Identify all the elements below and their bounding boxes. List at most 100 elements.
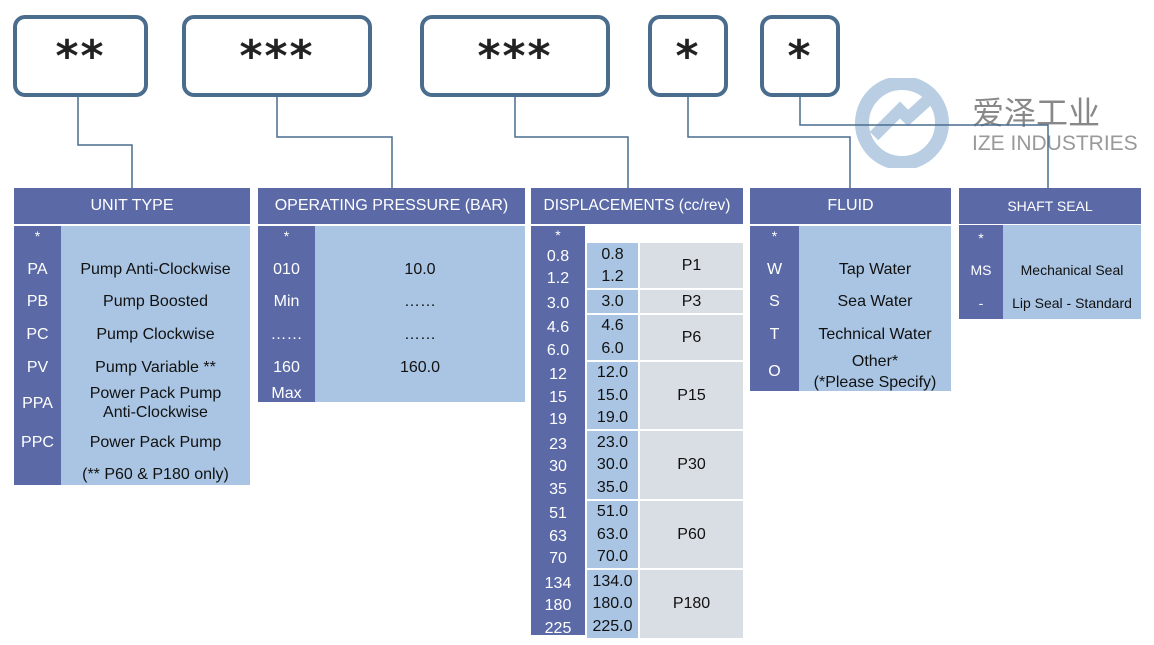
code-box-pressure: *** — [182, 15, 372, 97]
shaft-seal-code: MS — [970, 261, 992, 278]
shaft-seal-desc-column: Mechanical Seal Lip Seal - Standard — [1003, 225, 1141, 319]
displacement-model: P60 — [677, 525, 706, 543]
displacement-code: 180 — [544, 597, 572, 614]
displacement-value: 1.2 — [601, 268, 624, 285]
fluid-code-column: * W S T O — [750, 226, 799, 391]
fluid-desc: Tap Water — [838, 260, 912, 278]
displacement-code: 1.2 — [546, 270, 570, 287]
displacement-code: 15 — [549, 388, 567, 406]
shaft-seal-header: SHAFT SEAL — [959, 188, 1141, 224]
displacement-model: P180 — [672, 595, 711, 613]
fluid-code: * — [771, 227, 778, 244]
pressure-value-column: 10.0 …… …… 160.0 — [315, 226, 525, 402]
code-box-fluid: * — [648, 15, 728, 97]
pressure-code: 010 — [273, 260, 300, 278]
pressure-code: 160 — [273, 358, 300, 376]
displacement-code: 51 — [549, 505, 567, 522]
fluid-desc-column: Tap Water Sea Water Technical Water Othe… — [799, 226, 951, 391]
displacement-value-block: 134.0 180.0 225.0 — [587, 570, 638, 638]
displacement-model-block: P60 — [640, 500, 743, 568]
pressure-value: 160.0 — [399, 358, 441, 376]
displacement-model-block: P1 — [640, 243, 743, 288]
unit-type-code: PB — [26, 292, 49, 310]
displacement-model-block: P30 — [640, 431, 743, 499]
displacement-value: 70.0 — [596, 548, 629, 565]
displacements-header: DISPLACEMENTS (cc/rev) — [531, 188, 743, 224]
displacement-code: 12 — [549, 366, 567, 383]
code-box-text: ** — [55, 30, 106, 82]
unit-type-desc: Anti-Clockwise — [103, 403, 208, 421]
displacement-value: 35.0 — [596, 478, 629, 496]
watermark-en: IZE INDUSTRIES — [972, 132, 1138, 155]
displacement-model-block: P15 — [640, 361, 743, 429]
unit-type-desc: Pump Clockwise — [96, 325, 215, 343]
pressure-value: 10.0 — [404, 260, 436, 278]
unit-type-desc: Pump Variable ** — [95, 358, 216, 376]
pressure-header: OPERATING PRESSURE (BAR) — [258, 188, 525, 224]
displacement-value: 12.0 — [596, 364, 629, 381]
unit-type-code: PV — [26, 358, 49, 376]
unit-type-desc-column: Pump Anti-Clockwise Pump Boosted Pump Cl… — [61, 226, 250, 485]
pressure-value: …… — [404, 325, 436, 343]
displacement-code: 23 — [549, 435, 567, 453]
code-box-unit-type: ** — [13, 15, 148, 97]
fluid-desc: Technical Water — [818, 325, 932, 343]
pressure-value: …… — [404, 292, 436, 310]
displacement-code: 35 — [549, 480, 567, 498]
displacement-model-block: P6 — [640, 314, 743, 360]
pressure-code-column: * 010 Min …… 160 Max — [258, 226, 315, 402]
displacement-value: 134.0 — [592, 572, 633, 590]
shaft-seal-desc: Lip Seal - Standard — [1012, 294, 1132, 311]
unit-type-code: PPC — [21, 433, 54, 451]
displacement-model: P3 — [681, 292, 702, 310]
shaft-seal-code: * — [978, 229, 984, 246]
pressure-code: …… — [270, 325, 303, 343]
fluid-header: FLUID — [750, 188, 951, 224]
code-box-text: * — [787, 30, 813, 82]
watermark-logo-icon — [852, 76, 952, 170]
code-box-shaft-seal: * — [760, 15, 840, 97]
displacement-code: 225 — [544, 619, 572, 637]
displacement-value: 180.0 — [592, 595, 633, 612]
displacement-value: 51.0 — [596, 503, 629, 520]
displacement-value: 3.0 — [601, 292, 624, 310]
fluid-desc: Sea Water — [837, 292, 913, 310]
unit-type-code: * — [34, 227, 41, 244]
displacement-value: 23.0 — [596, 433, 629, 451]
unit-type-header: UNIT TYPE — [14, 188, 250, 224]
displacement-value: 15.0 — [596, 386, 629, 404]
unit-type-desc: Pump Anti-Clockwise — [80, 260, 231, 278]
displacement-code: 3.0 — [546, 294, 570, 312]
unit-type-code: PC — [26, 325, 49, 343]
displacement-code: 6.0 — [546, 341, 570, 359]
displacement-value: 225.0 — [592, 617, 633, 635]
displacements-star: * — [555, 226, 561, 243]
displacement-value: 6.0 — [601, 339, 624, 357]
fluid-code: W — [766, 260, 783, 278]
displacement-code: 0.8 — [546, 247, 570, 265]
displacement-code: 4.6 — [546, 319, 570, 336]
displacement-model: P6 — [681, 328, 702, 346]
displacement-code: 19 — [549, 411, 567, 428]
displacement-model: P15 — [677, 386, 706, 404]
displacement-model-block: P3 — [640, 290, 743, 313]
fluid-desc: Other* — [851, 352, 899, 370]
displacement-value-block: 3.0 — [587, 290, 638, 313]
displacement-code: 30 — [549, 458, 567, 475]
fluid-code: O — [768, 362, 781, 380]
displacement-code: 70 — [549, 550, 567, 567]
displacement-model: P1 — [681, 257, 702, 274]
fluid-code: S — [769, 292, 780, 310]
code-box-displacement: *** — [420, 15, 610, 97]
fluid-code: T — [769, 325, 780, 343]
unit-type-desc: Pump Boosted — [103, 292, 208, 310]
code-box-text: *** — [239, 30, 315, 82]
displacement-value: 0.8 — [601, 245, 624, 263]
